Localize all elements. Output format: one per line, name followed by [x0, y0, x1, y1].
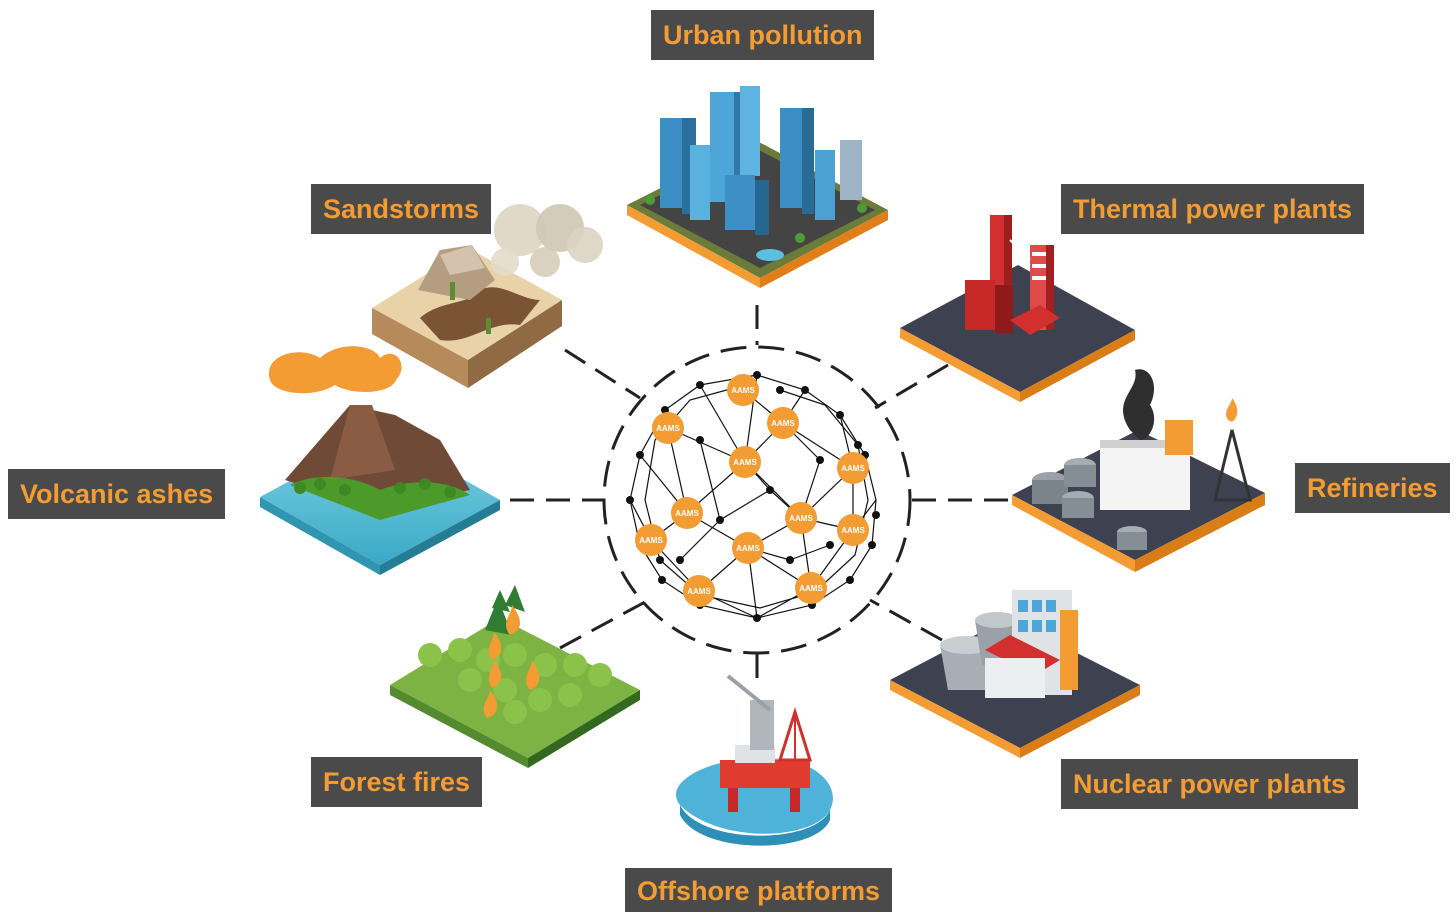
label-urban-pollution: Urban pollution — [651, 10, 875, 60]
aams-node-label: AAMS — [639, 536, 663, 545]
aams-node: AAMS — [837, 514, 869, 546]
network-ring — [602, 345, 912, 655]
aams-node-label: AAMS — [731, 386, 755, 395]
aams-node: AAMS — [671, 497, 703, 529]
label-refineries: Refineries — [1295, 463, 1450, 513]
aams-node-label: AAMS — [736, 544, 760, 553]
label-forest-fires: Forest fires — [311, 757, 483, 807]
aams-node: AAMS — [785, 502, 817, 534]
aams-node-label: AAMS — [733, 458, 757, 467]
aams-node-label: AAMS — [789, 514, 813, 523]
aams-node-label: AAMS — [841, 464, 865, 473]
aams-node: AAMS — [652, 412, 684, 444]
aams-node-label: AAMS — [656, 424, 680, 433]
offshore-platform-illustration — [676, 674, 833, 846]
aams-nodes: AAMS AAMS AAMS AAMS AAMS AAMS AAMS AAMS … — [635, 374, 869, 607]
aams-node: AAMS — [683, 575, 715, 607]
aams-node: AAMS — [795, 572, 827, 604]
aams-node: AAMS — [635, 524, 667, 556]
label-sandstorms: Sandstorms — [311, 184, 492, 234]
city-illustration — [627, 86, 888, 288]
sandstorm-illustration — [372, 204, 603, 388]
aams-node: AAMS — [837, 452, 869, 484]
volcano-illustration — [260, 346, 500, 575]
forest-fire-illustration — [390, 585, 640, 768]
label-offshore-platforms: Offshore platforms — [625, 868, 893, 912]
thermal-plant-illustration — [900, 215, 1135, 402]
nuclear-plant-illustration — [890, 590, 1140, 758]
aams-node: AAMS — [729, 446, 761, 478]
aams-node: AAMS — [732, 532, 764, 564]
refinery-illustration — [1012, 369, 1265, 572]
connectors — [510, 305, 1008, 680]
label-volcanic-ashes: Volcanic ashes — [8, 469, 226, 519]
label-nuclear-power-plants: Nuclear power plants — [1061, 759, 1359, 809]
aams-node-label: AAMS — [841, 526, 865, 535]
aams-node-label: AAMS — [799, 584, 823, 593]
aams-node-label: AAMS — [771, 419, 795, 428]
aams-node: AAMS — [727, 374, 759, 406]
aams-node-label: AAMS — [675, 509, 699, 518]
label-thermal-power-plants: Thermal power plants — [1061, 184, 1365, 234]
aams-node-label: AAMS — [687, 587, 711, 596]
aams-node: AAMS — [767, 407, 799, 439]
